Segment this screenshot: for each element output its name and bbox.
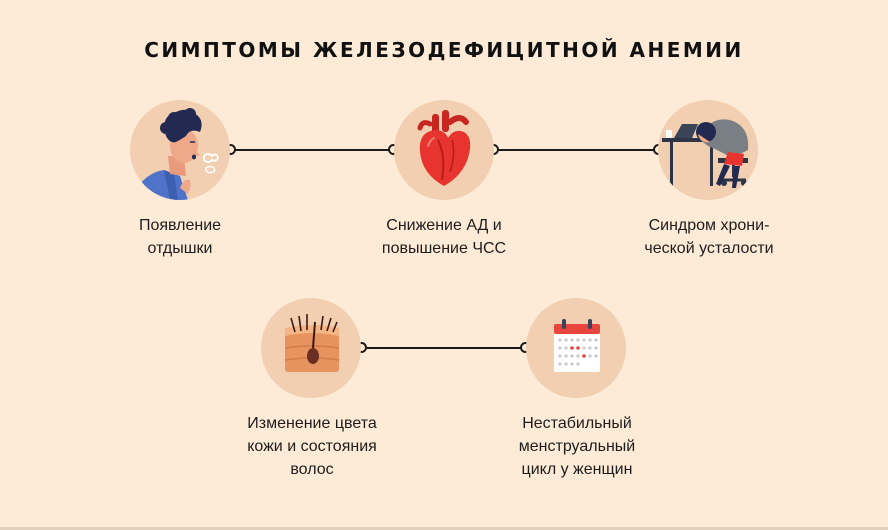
- symptom-label-fatigue: Синдром хрони- ческой усталости: [644, 217, 774, 257]
- symptom-circle-breathlessness: [130, 100, 230, 200]
- bottom-divider: [0, 527, 888, 530]
- skin-hair-icon: [261, 298, 361, 398]
- connector-line: [494, 149, 658, 151]
- symptom-label-menstrual-cycle: Нестабильный менструальный цикл у женщин: [518, 415, 636, 478]
- connector-line: [362, 347, 526, 349]
- symptom-circle-fatigue: [658, 100, 758, 200]
- symptom-circle-blood-pressure: [394, 100, 494, 200]
- connector-line: [231, 149, 393, 151]
- heart-icon: [394, 100, 494, 200]
- breathless-man-icon: [130, 100, 230, 200]
- tired-woman-at-desk-icon: [658, 100, 758, 200]
- symptom-label-breathlessness: Появление отдышки: [138, 217, 222, 257]
- symptom-label-skin-hair: Изменение цвета кожи и состояния волос: [247, 415, 377, 478]
- symptom-circle-skin-hair: [261, 298, 361, 398]
- symptom-circle-menstrual-cycle: [526, 298, 626, 398]
- page-title: СИМПТОМЫ ЖЕЛЕЗОДЕФИЦИТНОЙ АНЕМИИ: [144, 38, 744, 62]
- symptom-label-blood-pressure: Снижение АД и повышение ЧСС: [381, 217, 507, 257]
- calendar-icon: [526, 298, 626, 398]
